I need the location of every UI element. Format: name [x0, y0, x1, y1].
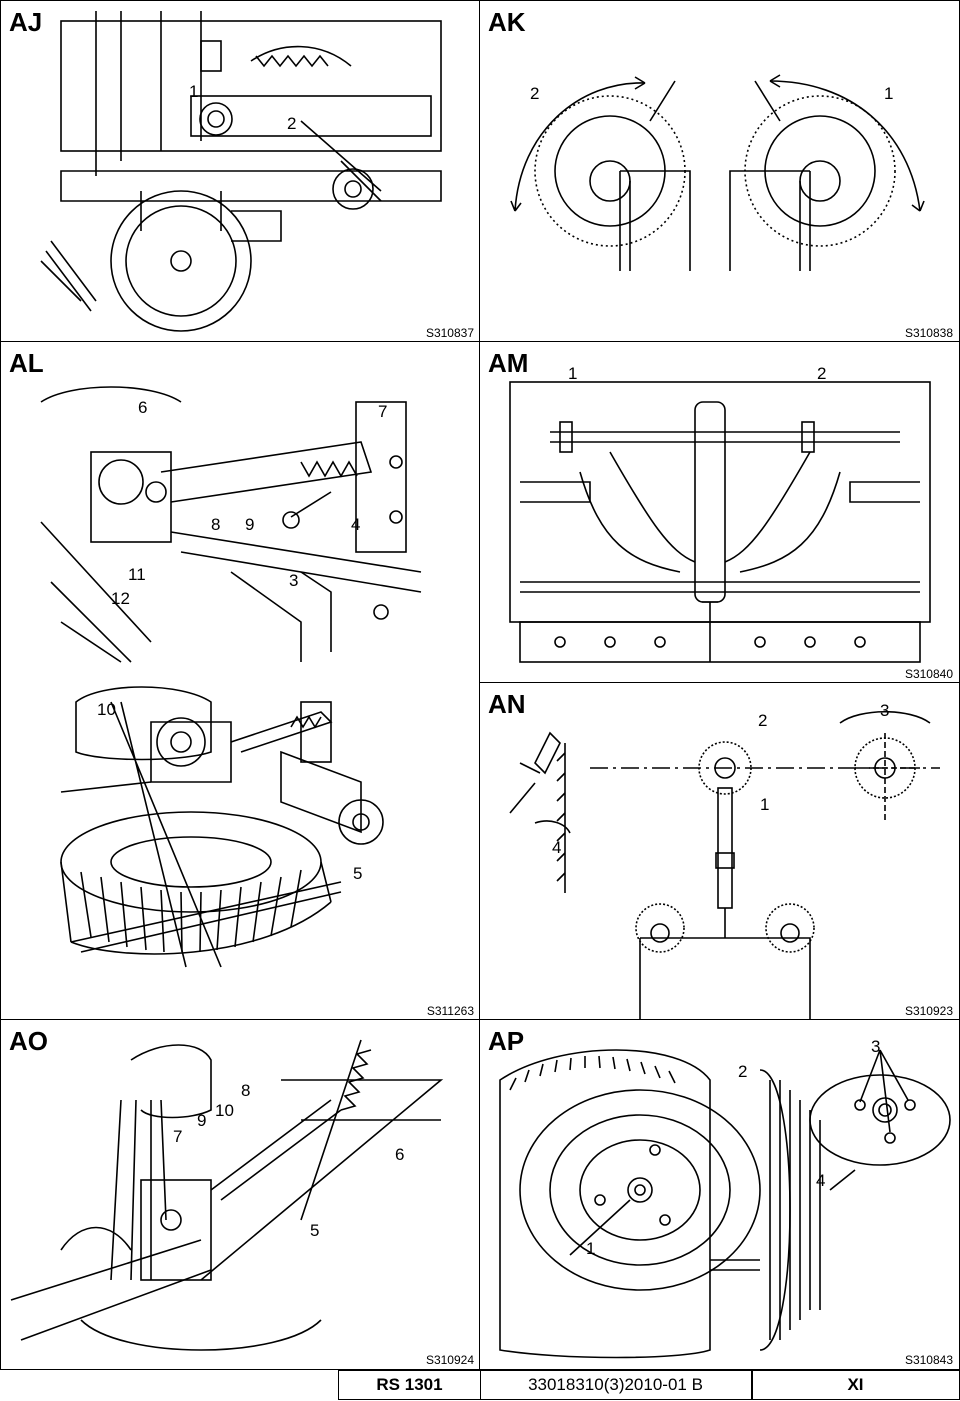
- illustration-brush-angle: [509, 710, 940, 1020]
- figure-code: S310923: [904, 1004, 953, 1018]
- callout-label: 4: [816, 1171, 826, 1190]
- figure-code: S310843: [904, 1353, 953, 1367]
- panel-title: AP: [488, 1026, 525, 1056]
- panel-an: AN 2 3 1 4 S310923: [479, 682, 960, 1021]
- illustration-brush-arm-linkage: [40, 386, 422, 968]
- callout-label: 9: [197, 1111, 207, 1130]
- callout-label: 8: [241, 1081, 251, 1100]
- illustration-brush-rotation: [510, 74, 925, 271]
- callout-label: 1: [586, 1239, 596, 1258]
- callout-label: 1: [760, 795, 770, 814]
- footer-doc-number: 33018310(3)2010-01 B: [479, 1370, 753, 1400]
- illustration-lift-cylinder: [509, 381, 931, 663]
- panel-title: AO: [9, 1026, 48, 1056]
- callout-label: 3: [871, 1037, 881, 1056]
- panel-aj: AJ 1 2 S310837: [0, 0, 481, 343]
- panel-title: AJ: [9, 7, 43, 37]
- page-footer: RS 1301 33018310(3)2010-01 B XI: [0, 1370, 960, 1401]
- figure-code: S310838: [904, 326, 953, 340]
- panel-title: AK: [488, 7, 526, 37]
- figure-code: S310837: [425, 326, 474, 340]
- callout-label: 2: [738, 1062, 748, 1081]
- callout-label: 1: [568, 364, 578, 383]
- callout-label: 11: [128, 565, 146, 584]
- figure-code: S310840: [904, 667, 953, 681]
- callout-label: 10: [97, 700, 116, 719]
- callout-label: 9: [245, 515, 255, 534]
- illustration-hydraulic-lines: [10, 1039, 444, 1351]
- callout-label: 5: [353, 864, 363, 883]
- callout-label: 3: [880, 701, 890, 720]
- callout-label: 8: [211, 515, 221, 534]
- figure-code: S311263: [426, 1004, 474, 1018]
- footer-page: XI: [751, 1370, 960, 1400]
- footer-model: RS 1301: [338, 1370, 481, 1400]
- callout-label: 1: [189, 82, 199, 101]
- callout-label: 1: [884, 84, 894, 103]
- callout-label: 5: [310, 1221, 320, 1240]
- panel-title: AM: [488, 348, 529, 378]
- callout-label: 2: [758, 711, 768, 730]
- callout-label: 10: [215, 1101, 234, 1120]
- callout-label: 2: [530, 84, 540, 103]
- callout-label: 2: [817, 364, 827, 383]
- panel-am: AM 1 2 S310840: [479, 341, 960, 684]
- illustration-caster-wheel: [40, 11, 442, 332]
- panel-ak: AK 2 1 S310838: [479, 0, 960, 343]
- panel-al: AL 6 7 8 9 4 11 12 3 10 5 S311263: [0, 341, 481, 1021]
- page-number: XI: [847, 1375, 864, 1394]
- callout-label: 6: [138, 398, 148, 417]
- callout-label: 6: [395, 1145, 405, 1164]
- panel-ap: AP 3 2 4 1 S310843: [479, 1019, 960, 1370]
- callout-label: 3: [289, 571, 299, 590]
- callout-label: 4: [552, 838, 562, 857]
- callout-label: 7: [173, 1127, 183, 1146]
- callout-label: 7: [378, 402, 388, 421]
- panel-title: AL: [9, 348, 44, 378]
- model-name: RS 1301: [376, 1375, 443, 1394]
- callout-label: 12: [111, 589, 130, 608]
- figure-code: S310924: [425, 1353, 474, 1367]
- panel-title: AN: [488, 689, 526, 719]
- document-number: 33018310(3)2010-01 B: [528, 1375, 703, 1394]
- panel-ao: AO 8 9 10 7 6 5 S310924: [0, 1019, 481, 1370]
- callout-label: 2: [287, 114, 297, 133]
- callout-label: 4: [351, 515, 361, 534]
- illustration-brush-mounting: [499, 1049, 951, 1359]
